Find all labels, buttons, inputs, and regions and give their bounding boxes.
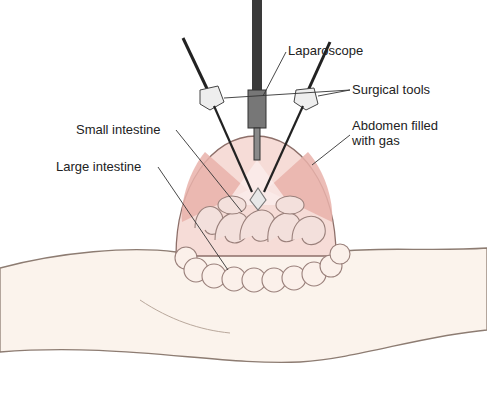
tool-shaft [214,106,252,192]
body-fold [140,300,230,333]
leader-lines [158,52,350,270]
part-label: Laparoscope [288,43,398,58]
leader-line [176,130,242,212]
laparoscope [248,0,266,160]
tool-shaft [183,38,210,95]
leader-line [312,135,350,165]
leader-line [263,52,286,96]
tool-port [200,86,224,110]
tool-port [294,88,318,110]
colon-segment [330,244,350,264]
part-label: Large intestine [56,159,166,174]
part-label: Small intestine [76,122,186,137]
leader-line [224,90,350,98]
part-label: Surgical tools [352,82,472,97]
leader-line [318,90,350,96]
large-intestine [175,244,350,292]
small-intestine [195,188,325,245]
scope-tube [254,128,260,160]
leader-line [158,167,228,270]
tool-shaft [264,106,303,192]
part-label: Abdomen filled with gas [352,118,464,148]
surgical-tool-left [183,38,252,192]
surgical-tool-right [264,42,330,192]
body-silhouette [0,248,487,362]
intestine-loop [292,216,325,244]
intestine-loop [276,196,304,214]
